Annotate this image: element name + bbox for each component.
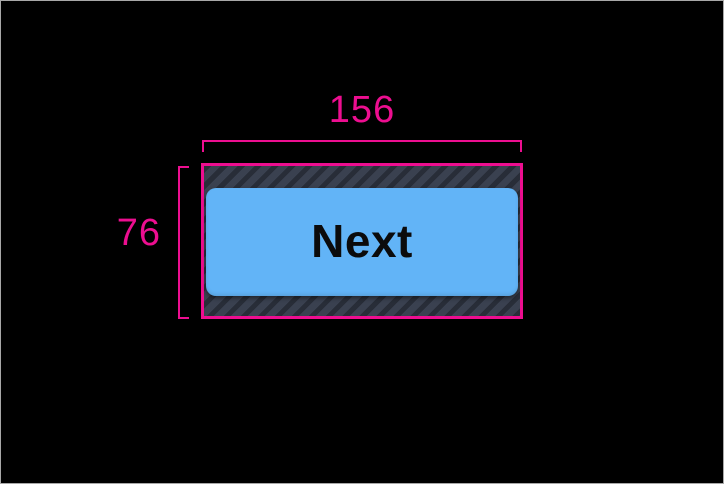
width-dimension-label: 156 — [328, 89, 396, 131]
height-dimension-bracket — [178, 166, 189, 319]
component-bounds-box: Next — [201, 163, 523, 319]
width-dimension-bracket — [202, 140, 522, 152]
next-button-label: Next — [311, 215, 413, 267]
height-dimension-label: 76 — [116, 212, 161, 254]
next-button[interactable]: Next — [206, 188, 518, 296]
